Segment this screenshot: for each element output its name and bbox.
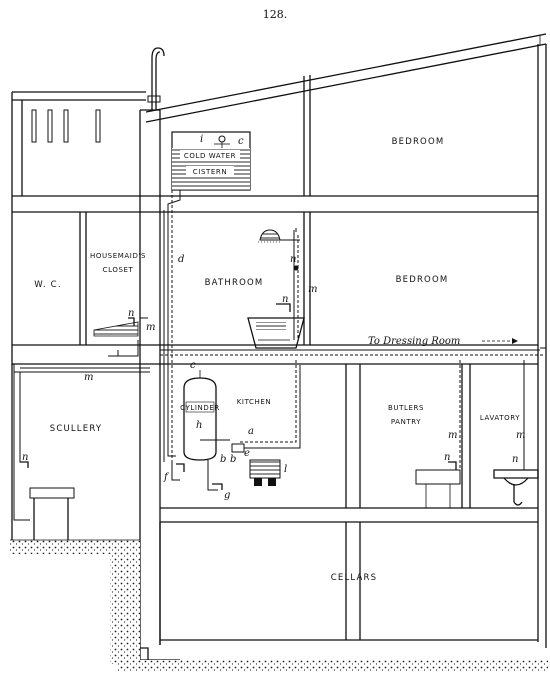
letter-m-housemaid: m — [146, 322, 155, 333]
housemaid-sink: n m — [93, 308, 155, 337]
letter-l-kitchen: l — [284, 464, 287, 475]
building-structure — [11, 44, 547, 648]
letter-d: d — [178, 254, 184, 265]
earth-ground — [10, 539, 548, 672]
room-labels: BEDROOM BEDROOM W. C. HOUSEMAID'S CLOSET… — [34, 137, 520, 583]
letter-m-pantry: m — [448, 430, 457, 441]
letter-n-shower: n — [290, 254, 296, 265]
letter-e-kitchen: e — [244, 448, 250, 459]
room-housemaids-1: HOUSEMAID'S — [90, 252, 146, 260]
room-bedroom-top: BEDROOM — [392, 137, 445, 147]
cistern-label-1: COLD WATER — [184, 152, 236, 160]
letter-f-kitchen: f — [163, 472, 170, 483]
letter-m-scullery-pipe: m — [84, 372, 93, 383]
letter-m-bath: m — [308, 284, 317, 295]
lavatory-basin: m n — [493, 430, 539, 506]
scullery-sink: n m — [20, 372, 93, 540]
room-scullery: SCULLERY — [50, 424, 103, 434]
letter-a-kitchen: a — [248, 426, 254, 437]
letter-n-pantry: n — [444, 452, 450, 463]
page-number: 128. — [263, 8, 288, 21]
letter-n-lav: n — [512, 454, 518, 465]
letter-n-housemaid: n — [128, 308, 134, 319]
cistern-label-2: CISTERN — [193, 168, 227, 176]
roof — [145, 33, 547, 123]
room-bathroom: BATHROOM — [205, 278, 264, 288]
room-lavatory: LAVATORY — [480, 414, 520, 422]
room-butlers-1: BUTLERS — [388, 404, 424, 412]
room-cellars: CELLARS — [331, 573, 378, 583]
letter-n-bath: n — [282, 294, 288, 305]
room-bedroom-mid: BEDROOM — [396, 275, 449, 285]
bathroom-fixtures: n n m d — [178, 229, 317, 349]
pantry-sink: m n — [415, 430, 461, 509]
letter-b-kitchen: b — [230, 454, 236, 465]
letter-b2-kitchen: b — [220, 454, 226, 465]
letter-n-scullery: n — [22, 452, 28, 463]
cylinder-label: CYLINDER — [180, 404, 220, 412]
letter-h-cyl: h — [196, 420, 202, 431]
room-wc: W. C. — [34, 280, 61, 290]
letter-g-kitchen: g — [224, 490, 230, 501]
room-kitchen: KITCHEN — [237, 398, 272, 406]
to-dressing-room-label: To Dressing Room — [368, 336, 460, 347]
dressing-room-note: To Dressing Room — [368, 336, 518, 347]
letter-c-kitchen: c — [190, 360, 196, 371]
cold-water-cistern: COLD WATER CISTERN i c — [171, 131, 251, 191]
kitchen-range: a b e l g f c b — [163, 360, 287, 501]
letter-i: i — [200, 134, 203, 145]
letter-c-cistern: c — [238, 136, 244, 147]
letter-m-lav: m — [516, 430, 525, 441]
room-housemaids-2: CLOSET — [103, 266, 134, 274]
hot-water-cylinder: CYLINDER h — [180, 370, 220, 461]
room-butlers-2: PANTRY — [391, 418, 421, 426]
